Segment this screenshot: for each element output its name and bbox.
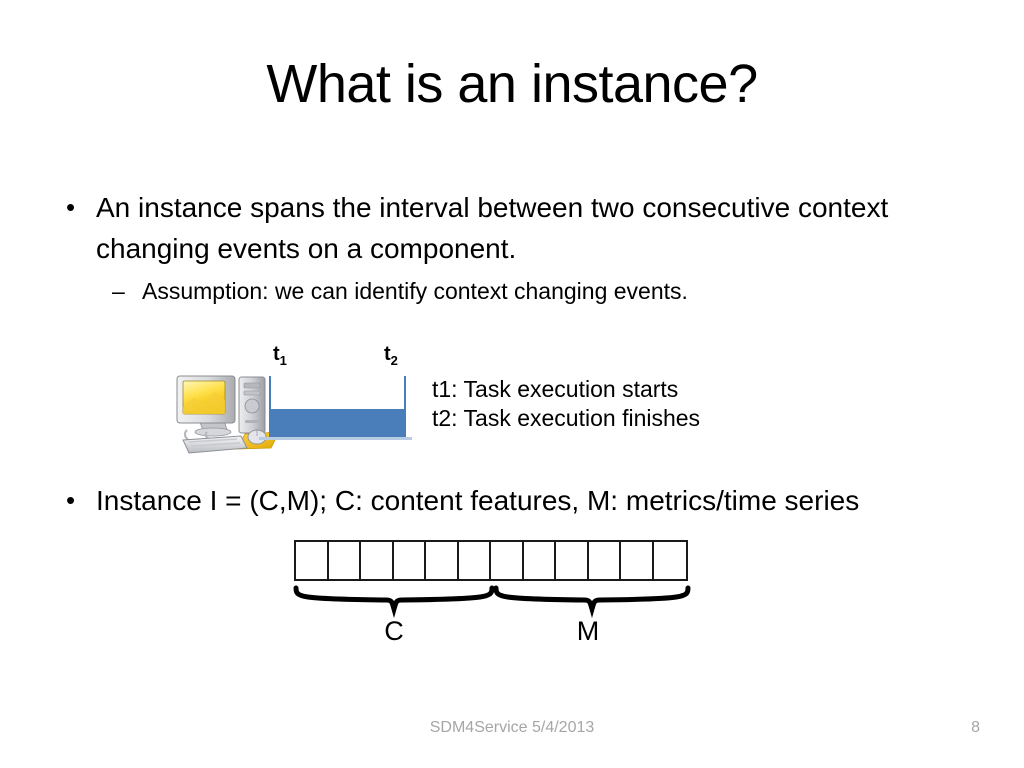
feature-vector-cell [361, 542, 394, 579]
feature-vector-cell [296, 542, 329, 579]
bullet-item-2: • Instance I = (C,M); C: content feature… [58, 480, 998, 521]
group-braces [293, 585, 691, 619]
group-label-c: C [384, 616, 404, 646]
feature-vector-cell [523, 542, 556, 579]
feature-vector-cell [458, 542, 491, 579]
feature-vector-cell [393, 542, 426, 579]
timeline-figure: t1 t2 t1: Task execution starts t2: Task… [165, 336, 725, 461]
page-number: 8 [971, 719, 980, 736]
timeline-legend: t1: Task execution starts t2: Task execu… [432, 375, 700, 433]
dash-marker-icon: – [112, 278, 125, 304]
feature-vector-cell [653, 542, 686, 579]
timeline-legend-line-1: t1: Task execution starts [432, 376, 679, 402]
timeline-legend-line-2: t2: Task execution finishes [432, 405, 701, 431]
timeline-baseline [259, 437, 412, 440]
feature-vector-cell [491, 542, 524, 579]
desktop-computer-icon [176, 375, 279, 454]
t1-tick-line [269, 376, 271, 438]
t1-axis-label: t1 [273, 343, 287, 368]
feature-vector-cell [556, 542, 589, 579]
footer-text: SDM4Service 5/4/2013 [429, 719, 595, 736]
brace-m-icon [493, 585, 691, 619]
sub-bullet-item-1-text: Assumption: we can identify context chan… [142, 278, 688, 304]
t2-tick-line [404, 376, 406, 438]
bullet-item-1-text: An instance spans the interval between t… [96, 192, 889, 264]
bullet-marker-icon: • [66, 192, 76, 222]
t2-axis-label: t2 [384, 343, 398, 368]
group-label-m: M [576, 616, 600, 646]
feature-vector-cell [588, 542, 621, 579]
feature-vector-cell [328, 542, 361, 579]
bullet-item-1: • An instance spans the interval between… [58, 187, 938, 269]
feature-vector-cells [294, 540, 688, 581]
bullet-item-2-text: Instance I = (C,M); C: content features,… [96, 485, 860, 516]
feature-vector-cell [426, 542, 459, 579]
page-title: What is an instance? [266, 54, 758, 114]
feature-vector-cell [621, 542, 654, 579]
sub-bullet-item-1: – Assumption: we can identify context ch… [112, 275, 932, 308]
brace-c-icon [293, 585, 495, 619]
feature-vector-figure: C M [290, 536, 700, 654]
bullet-marker-icon: • [66, 485, 76, 515]
execution-interval-bar [269, 409, 406, 438]
